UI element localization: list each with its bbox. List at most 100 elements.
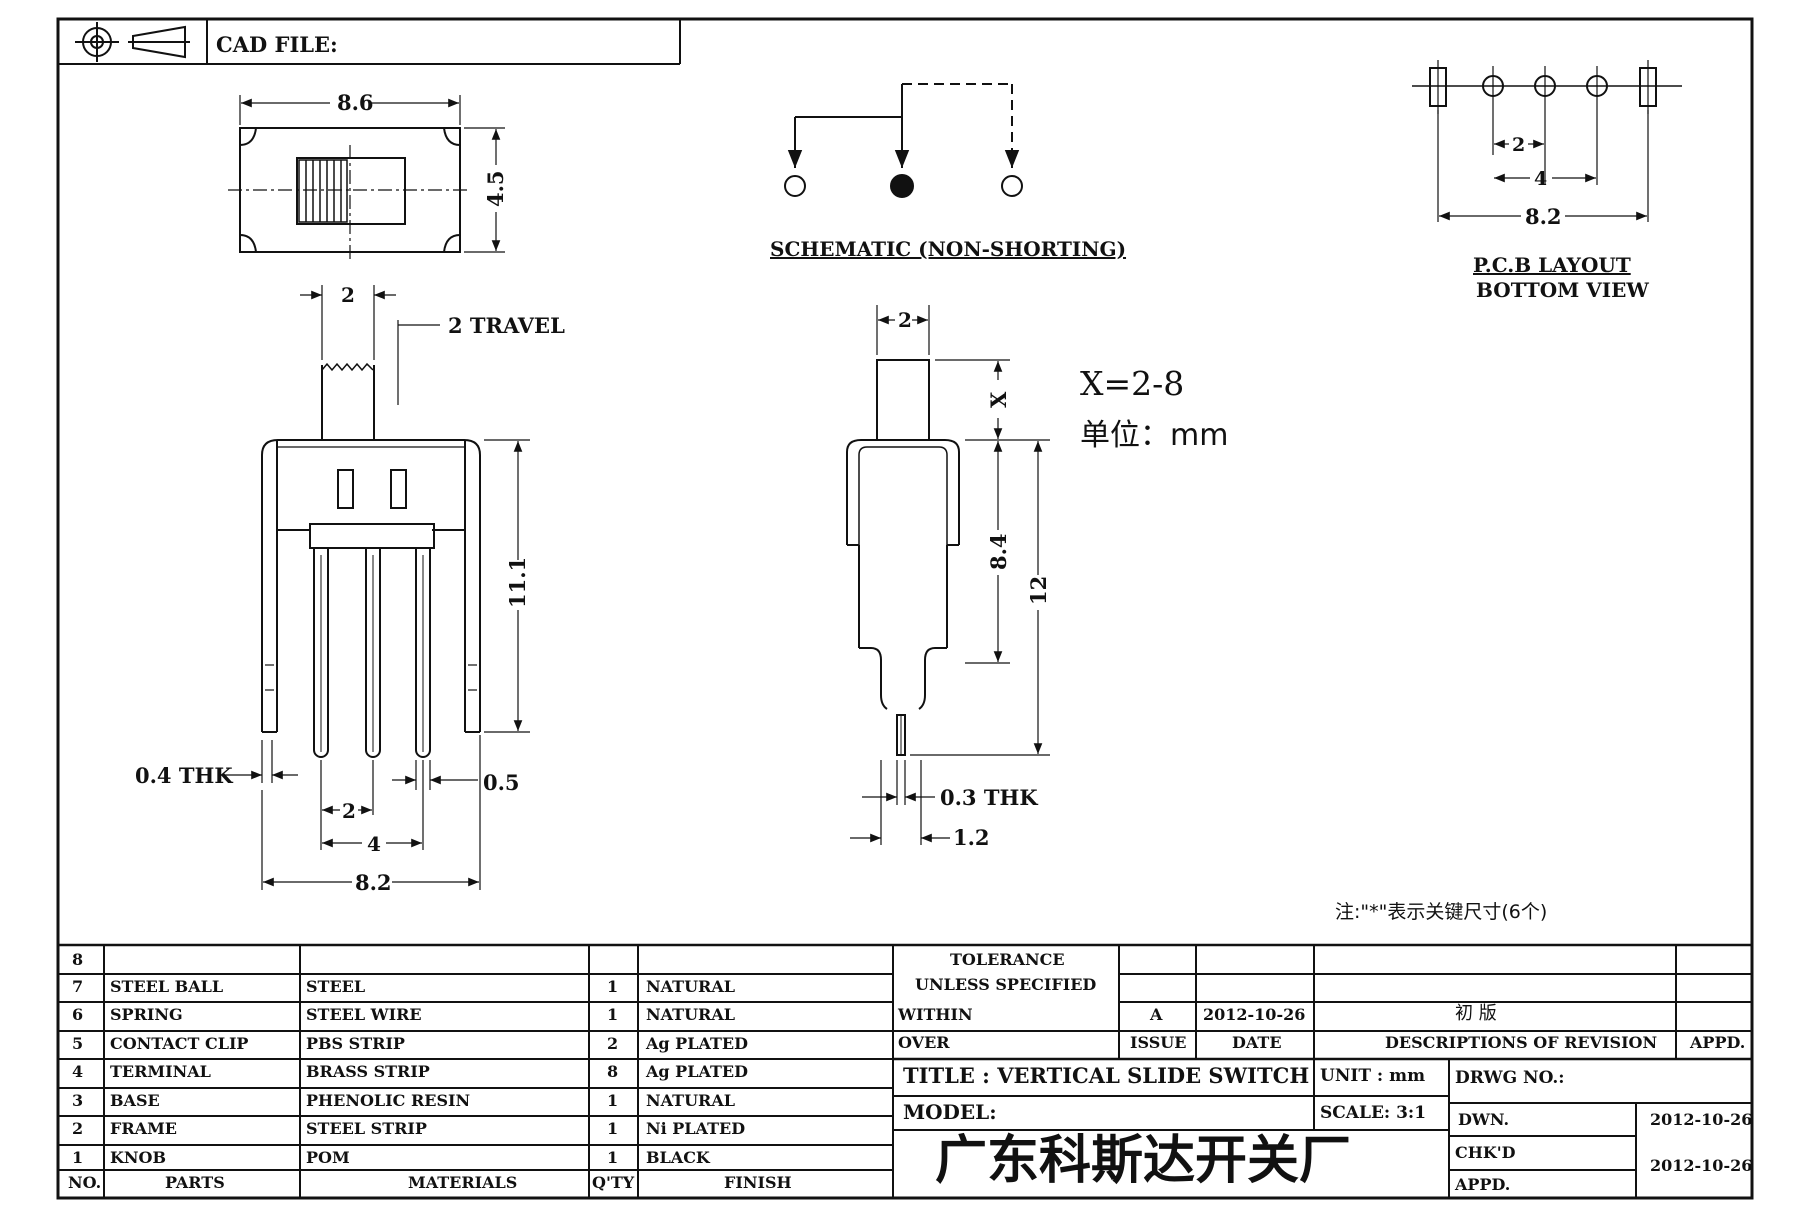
pcb-label-line1: P.C.B LAYOUT [1473,253,1631,277]
header-no: NO. [68,1173,102,1192]
dwn-label: DWN. [1458,1110,1510,1129]
part-name: TERMINAL [110,1062,211,1081]
part-no: 8 [72,950,84,969]
part-qty: 1 [607,1119,619,1138]
part-material: STEEL [306,977,366,996]
front-height-dim: 11.1 [505,557,530,608]
tolerance-over: OVER [898,1033,950,1052]
front-pitch-dim: 2 [342,799,356,823]
front-width-dim: 8.2 [355,870,392,895]
front-knob-dim: 2 [341,283,355,307]
part-qty: 1 [607,1091,619,1110]
part-material: PBS STRIP [306,1034,405,1053]
part-name: SPRING [110,1005,183,1024]
side-body-dim: 8.4 [986,533,1011,570]
part-name: STEEL BALL [110,977,224,996]
front-thk-label: 0.4 THK [135,763,233,788]
drawing-number-label: DRWG NO.: [1455,1068,1565,1088]
revision-h-appd: APPD. [1690,1033,1746,1052]
pcb-layout [1412,60,1682,222]
appd-label: APPD. [1455,1175,1511,1194]
travel-label: 2 TRAVEL [448,313,565,338]
front-span-dim: 4 [367,832,381,856]
top-width-dim: 8.6 [337,90,374,115]
drawing-title: TITLE : VERTICAL SLIDE SWITCH [903,1063,1310,1088]
top-height-dim: 4.5 [483,170,508,207]
tolerance-line1: TOLERANCE [950,950,1065,969]
part-finish: NATURAL [646,1091,735,1110]
chkd-label: CHK'D [1455,1143,1516,1162]
part-finish: BLACK [646,1148,710,1167]
chk-date: 2012-10-26 [1650,1156,1753,1175]
revision-h-desc: DESCRIPTIONS OF REVISION [1385,1033,1658,1052]
part-no: 1 [72,1148,84,1167]
part-qty: 8 [607,1062,619,1081]
tolerance-line2: UNLESS SPECIFIED [915,975,1097,994]
part-material: STEEL STRIP [306,1119,427,1138]
sheet-border [56,17,1754,1200]
part-no: 4 [72,1062,84,1081]
part-name: KNOB [110,1148,166,1167]
part-material: POM [306,1148,350,1167]
dwn-date: 2012-10-26 [1650,1110,1753,1129]
part-no: 5 [72,1034,84,1053]
front-view [220,285,530,890]
header-materials: MATERIALS [408,1173,518,1192]
part-material: STEEL WIRE [306,1005,422,1024]
part-qty: 1 [607,1148,619,1167]
header-finish: FINISH [724,1173,792,1192]
part-no: 3 [72,1091,84,1110]
schematic-diagram [784,83,1023,198]
revision-desc: 初 版 [1455,1003,1497,1024]
part-finish: NATURAL [646,977,735,996]
revision-h-date: DATE [1232,1033,1282,1052]
part-no: 7 [72,977,84,996]
side-total-dim: 12 [1026,576,1051,605]
header-qty: Q'TY [592,1173,635,1192]
revision-h-issue: ISSUE [1130,1033,1187,1052]
pcb-pitch-dim: 2 [1512,134,1525,156]
part-qty: 2 [607,1034,619,1053]
side-foot-dim: 1.2 [953,825,990,850]
part-finish: Ag PLATED [646,1062,748,1081]
projection-symbol-icon [75,22,190,62]
part-no: 2 [72,1119,84,1138]
pcb-width-dim: 8.2 [1525,204,1562,229]
part-material: BRASS STRIP [306,1062,430,1081]
side-view [846,305,1050,845]
revision-issue: A [1150,1005,1163,1024]
part-finish: NATURAL [646,1005,735,1024]
part-finish: Ni PLATED [646,1119,746,1138]
part-name: BASE [110,1091,160,1110]
unit-label: UNIT : mm [1320,1066,1426,1086]
x-range-note: X=2-8 [1080,364,1184,403]
part-no: 6 [72,1005,84,1024]
part-finish: Ag PLATED [646,1034,748,1053]
part-material: PHENOLIC RESIN [306,1091,471,1110]
key-dimension-note: 注:"*"表示关键尺寸(6个) [1335,901,1547,923]
company-name: 广东科斯达开关厂 [935,1131,1352,1191]
top-view [228,95,505,262]
side-x-label: X [986,391,1011,408]
revision-date: 2012-10-26 [1203,1005,1306,1024]
side-thk-label: 0.3 THK [940,785,1038,810]
part-qty: 1 [607,1005,619,1024]
front-pin-dim: 0.5 [483,770,520,795]
header-parts: PARTS [165,1173,225,1192]
unit-note: 单位：mm [1080,418,1228,453]
schematic-label: SCHEMATIC (NON-SHORTING) [770,237,1126,261]
part-name: FRAME [110,1119,177,1138]
table-grid [58,943,1752,1198]
cad-header [58,19,681,65]
cad-file-label: CAD FILE: [216,32,338,57]
tolerance-within: WITHIN [898,1005,973,1024]
pcb-span-dim: 4 [1534,168,1547,190]
pcb-label-line2: BOTTOM VIEW [1476,278,1649,302]
side-knob-dim: 2 [898,308,912,332]
part-name: CONTACT CLIP [110,1034,249,1053]
model-label: MODEL: [903,1100,997,1124]
part-qty: 1 [607,977,619,996]
scale-label: SCALE: 3:1 [1320,1103,1427,1123]
